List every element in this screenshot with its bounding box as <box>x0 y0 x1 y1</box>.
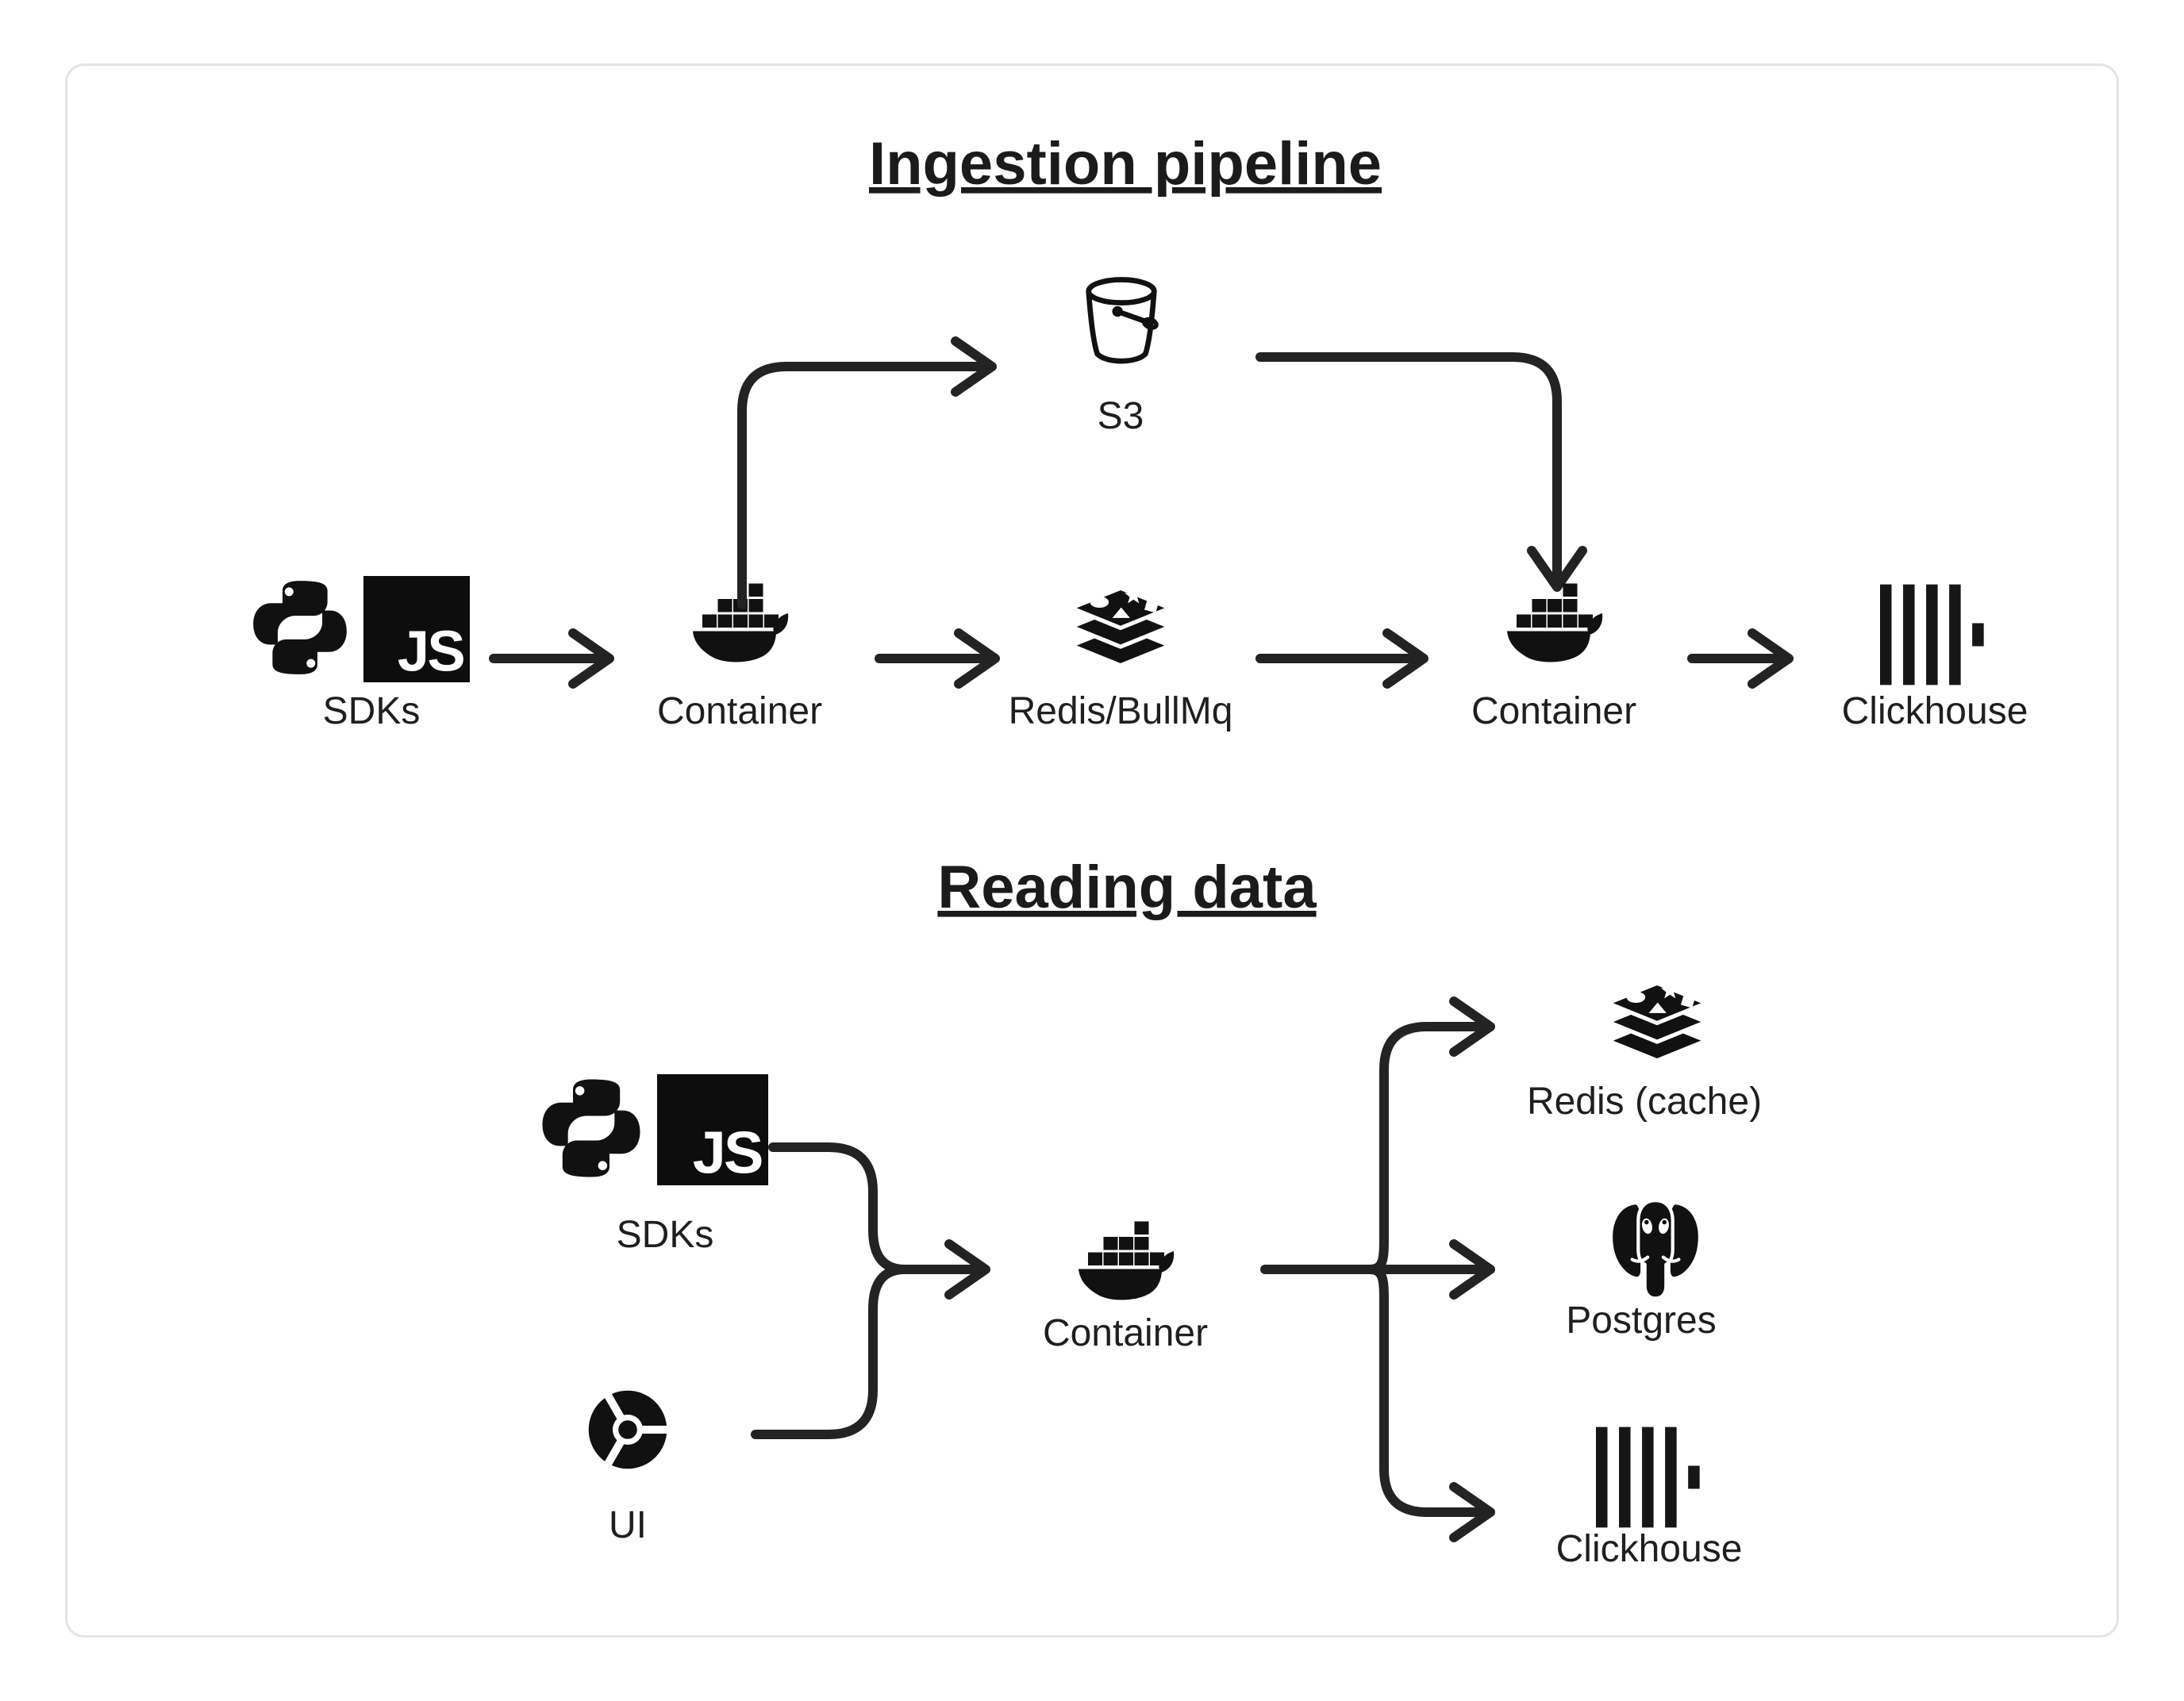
postgres-label: Postgres <box>1566 1300 1716 1342</box>
clickhouse-icon <box>1596 1426 1700 1528</box>
arrow-queue-to-container <box>1255 628 1428 689</box>
s3-label: S3 <box>1098 395 1144 437</box>
reading-container-label: Container <box>1043 1312 1208 1354</box>
queue-label: Redis/BullMq <box>1009 690 1233 732</box>
python-icon <box>253 581 347 674</box>
ingestion-container-out-label: Container <box>1471 690 1636 732</box>
arrow-merge-to-container <box>900 1239 990 1300</box>
ui-label: UI <box>609 1504 647 1546</box>
ingestion-container-in-label: Container <box>657 690 822 732</box>
javascript-icon <box>363 576 470 682</box>
redis-icon <box>1071 586 1170 666</box>
reading-sdks-label: SDKs <box>617 1214 714 1256</box>
arrow-sdks-to-container <box>489 628 614 689</box>
clickhouse-icon <box>1880 584 1984 685</box>
arrow-container-to-clickhouse <box>1687 628 1794 689</box>
arrow-container-to-s3 <box>737 336 997 609</box>
docker-icon <box>1507 583 1603 662</box>
ingestion-clickhouse-label: Clickhouse <box>1842 690 2028 732</box>
redis-cache-label: Redis (cache) <box>1527 1081 1762 1123</box>
arrow-s3-to-container <box>1255 352 1587 592</box>
reading-section: Reading data SDKs UI Container <box>542 854 1762 1570</box>
chrome-icon <box>589 1391 668 1469</box>
redis-icon <box>1608 981 1706 1061</box>
wire-ui-merge <box>751 1265 909 1439</box>
ingestion-title: Ingestion pipeline <box>869 130 1382 198</box>
s3-bucket-icon <box>1089 280 1158 362</box>
wire-sdks-merge <box>768 1142 909 1274</box>
reading-title: Reading data <box>937 854 1317 921</box>
arrow-container-to-queue <box>875 628 1000 689</box>
ingestion-sdks-label: SDKs <box>323 690 421 732</box>
reading-clickhouse-label: Clickhouse <box>1556 1528 1743 1570</box>
ingestion-section: Ingestion pipeline SDKs Container S3 <box>253 130 2028 732</box>
javascript-icon <box>657 1074 768 1185</box>
python-icon <box>542 1079 640 1177</box>
postgres-icon <box>1611 1200 1700 1298</box>
wire-container-fanout <box>1260 996 1495 1542</box>
docker-icon <box>1079 1221 1175 1300</box>
